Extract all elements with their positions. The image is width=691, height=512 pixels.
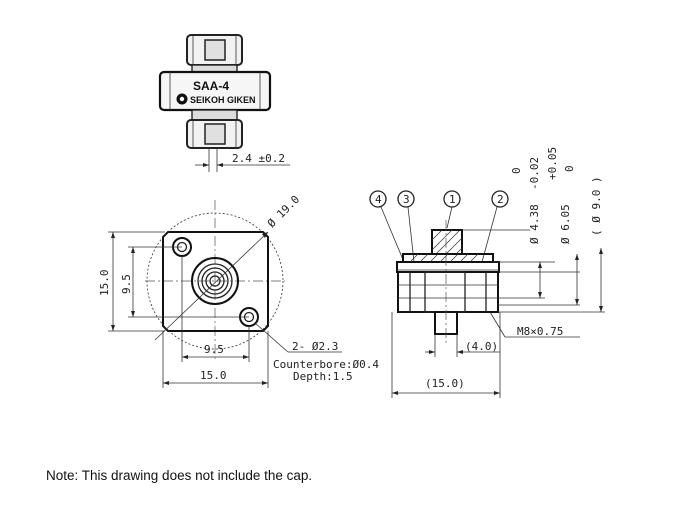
side-view: 1 2 3 4 bbox=[369, 147, 605, 398]
depth-label: Depth:1.5 bbox=[293, 370, 353, 383]
dim-height-outer: 15.0 bbox=[98, 270, 111, 297]
dim-a-tol-lower: -0.02 bbox=[528, 157, 541, 190]
counterbore-label: Counterbore:Ø0.4 bbox=[273, 358, 379, 371]
dim-holes: 2- Ø2.3 bbox=[292, 340, 338, 353]
dim-width-inner: 9.5 bbox=[204, 343, 224, 356]
svg-text:3: 3 bbox=[403, 193, 410, 206]
dim-width-side: (15.0) bbox=[425, 377, 465, 390]
svg-text:1: 1 bbox=[449, 193, 456, 206]
dim-height-inner: 9.5 bbox=[120, 274, 133, 294]
callout-2: 2 bbox=[481, 190, 509, 263]
dim-a-tol-upper: 0 bbox=[510, 167, 523, 174]
brand-label: SEIKOH GIKEN bbox=[190, 95, 256, 105]
dim-small: (4.0) bbox=[465, 340, 498, 353]
svg-text:4: 4 bbox=[375, 193, 382, 206]
svg-text:2: 2 bbox=[497, 193, 504, 206]
callout-1: 1 bbox=[443, 190, 461, 229]
thread-label: M8×0.75 bbox=[517, 325, 563, 338]
dim-b-tol-upper: +0.05 bbox=[546, 147, 559, 180]
dim-c: ( Ø 9.0 ) bbox=[590, 176, 603, 236]
callout-3: 3 bbox=[397, 190, 415, 263]
dim-b: Ø 6.05 bbox=[559, 204, 572, 244]
front-view: Ø 19.0 15.0 9.5 9.5 15.0 2- Ø2.3 Counter… bbox=[98, 193, 379, 388]
model-label: SAA-4 bbox=[193, 79, 229, 93]
dim-width-outer: 15.0 bbox=[200, 369, 227, 382]
top-view: SAA-4 SEIKOH GIKEN 2.4 ±0.2 bbox=[158, 34, 290, 172]
note-text: Note: This drawing does not include the … bbox=[46, 468, 313, 483]
dim-diameter-front: Ø 19.0 bbox=[265, 193, 302, 230]
dim-a: Ø 4.38 bbox=[528, 204, 541, 244]
callout-4: 4 bbox=[369, 190, 405, 263]
dim-b-tol-lower: 0 bbox=[563, 165, 576, 172]
dim-width-top: 2.4 ±0.2 bbox=[232, 152, 285, 165]
